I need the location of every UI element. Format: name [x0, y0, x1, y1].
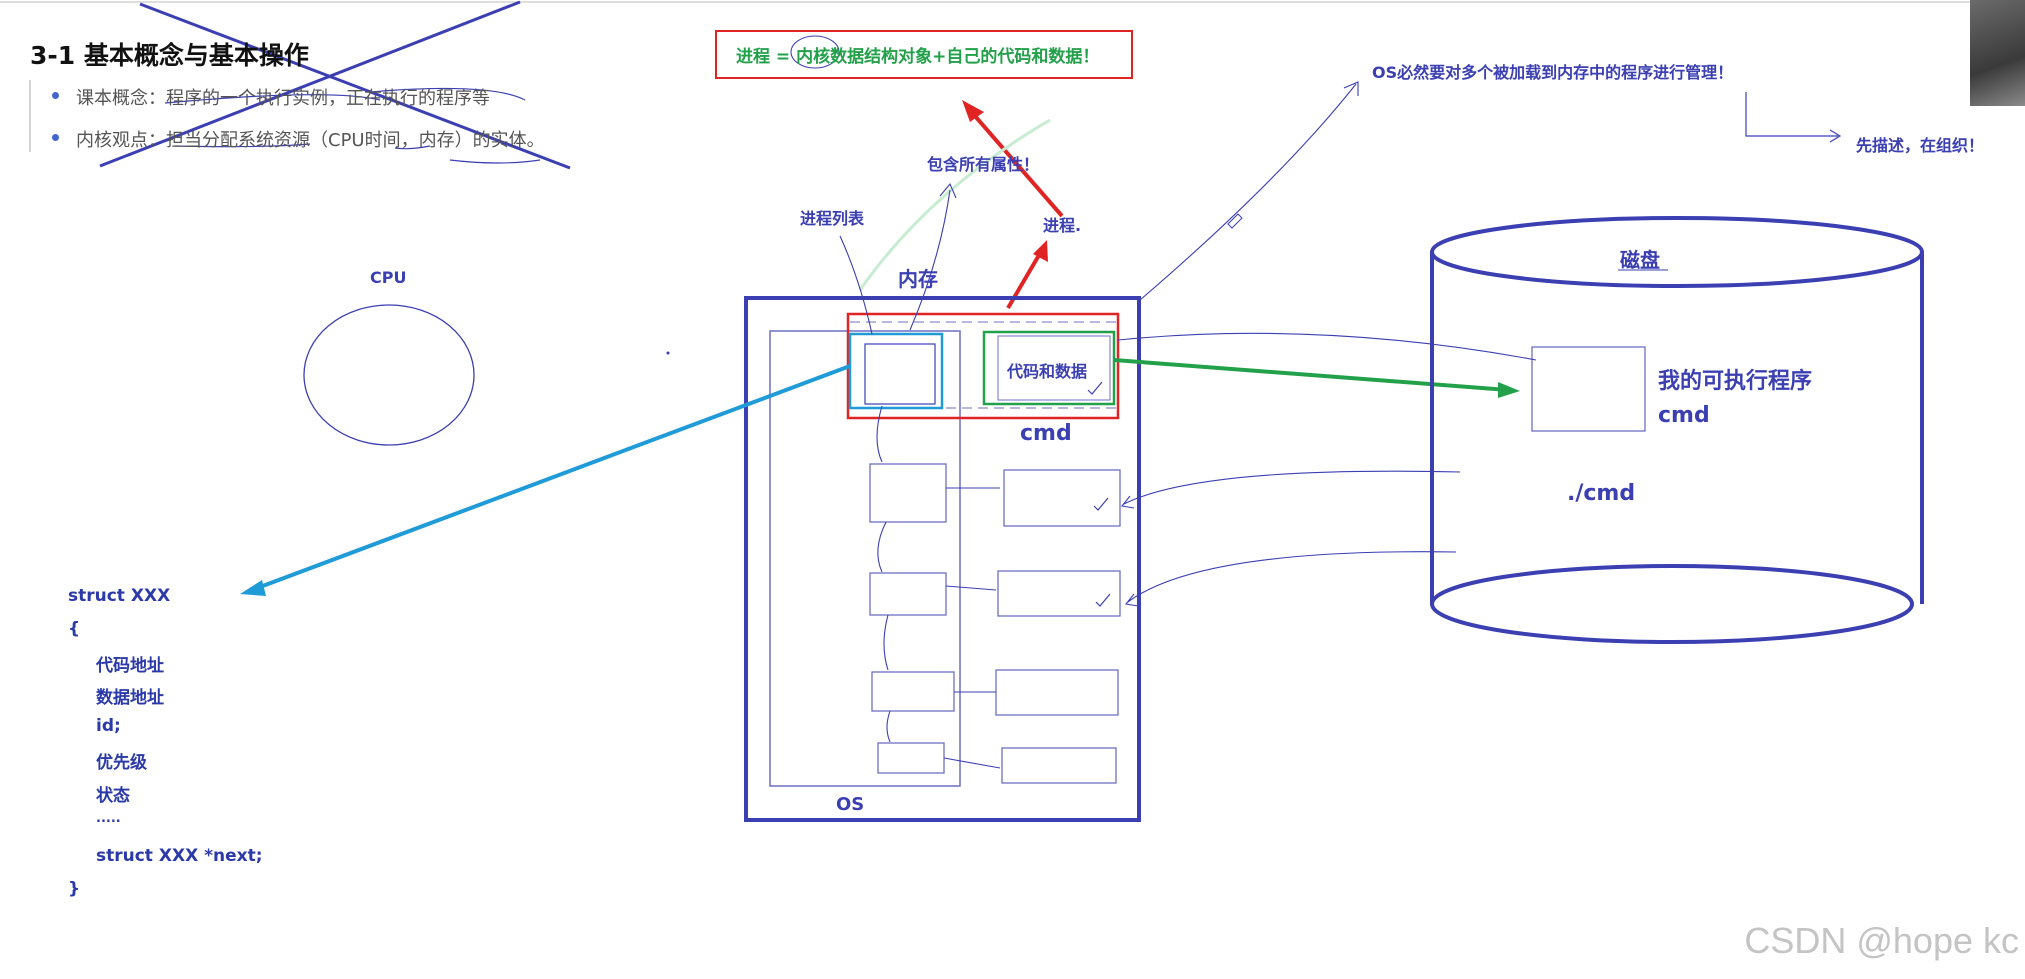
- bullet2-scribble: [174, 143, 541, 164]
- struct-line-8: .....: [96, 811, 121, 826]
- pcb-blue-box: [848, 332, 944, 410]
- link-to-organize: [1745, 92, 1842, 143]
- disk-cmd-label: cmd: [1658, 403, 1710, 428]
- pcb-node-4: [871, 671, 955, 712]
- pcb-link-2: [877, 521, 887, 573]
- bullet1-scribble: [164, 87, 526, 104]
- blue-arrowhead: [240, 580, 266, 596]
- executable-label: 我的可执行程序: [1658, 369, 1813, 394]
- disk-to-memory-2: [1120, 470, 1461, 509]
- bullet-1: 课本概念：程序的一个执行实例，正在执行的程序等: [76, 88, 490, 109]
- pcb-link-1: [876, 405, 883, 463]
- green-arrowhead: [1498, 382, 1520, 398]
- cross-out-line-1: [139, 2, 571, 170]
- process-list-label: 进程列表: [800, 209, 865, 228]
- struct-line-6: 优先级: [96, 753, 147, 773]
- bullet-dot-2: [52, 134, 59, 141]
- disk-label: 磁盘: [1620, 248, 1660, 272]
- link-to-process-list: [839, 235, 873, 335]
- speck: [666, 351, 670, 355]
- csdn-watermark: CSDN @hope kc: [1744, 920, 2019, 961]
- code-data-box-4: [995, 669, 1119, 716]
- link-to-os-manage: [1139, 81, 1359, 301]
- pcb-link-4: [886, 710, 891, 743]
- pcb-node-2: [869, 463, 947, 523]
- code-data-green-box: [982, 330, 1116, 406]
- check-mark-3: [1087, 381, 1103, 395]
- struct-line-10: }: [68, 879, 81, 899]
- struct-line-9: struct XXX *next;: [96, 846, 263, 866]
- pcb-node-3: [869, 572, 947, 616]
- green-arrow-to-executable: [1113, 358, 1509, 392]
- disk-bottom: [1430, 564, 1914, 644]
- code-data-box-2: [1003, 469, 1121, 527]
- check-mark-1: [1093, 497, 1109, 511]
- bullet-dot-1: [52, 92, 59, 99]
- pcb-node-1: [864, 343, 936, 405]
- cross-out-line-2: [99, 0, 521, 168]
- struct-line-1: struct XXX: [68, 586, 171, 606]
- pcb-to-data-2: [945, 585, 997, 591]
- bullet-2: 内核观点：担当分配系统资源（CPU时间，内存）的实体。: [76, 130, 545, 151]
- os-label: OS: [836, 794, 865, 815]
- code-data-box-3: [997, 570, 1121, 617]
- definition-prefix: 进程 =: [736, 47, 791, 67]
- check-mark-2: [1095, 593, 1111, 607]
- code-data-box-5: [1001, 747, 1117, 784]
- struct-line-4: 数据地址: [96, 688, 164, 708]
- cpu-label: CPU: [370, 268, 407, 287]
- executable-box: [1531, 346, 1646, 432]
- pcb-node-5: [877, 742, 945, 774]
- code-data-box: [997, 335, 1111, 401]
- red-arrow-to-definition: [966, 106, 1064, 218]
- cpu-circle: [303, 304, 475, 446]
- disk-to-memory-3: [1124, 551, 1457, 607]
- definition-box: [715, 30, 1133, 79]
- memory-label: 内存: [898, 267, 938, 291]
- struct-line-7: 状态: [96, 786, 130, 806]
- describe-organize-note: 先描述，在组织！: [1856, 136, 1985, 155]
- page-heading: 3-1 基本概念与基本操作: [30, 41, 309, 70]
- faint-scribble: [858, 118, 1051, 291]
- run-cmd-label: ./cmd: [1567, 481, 1636, 506]
- red-arrowhead-top: [962, 100, 984, 122]
- kernel-circle: [790, 35, 840, 69]
- disk-to-memory-1: [1117, 332, 1537, 361]
- os-region: [769, 330, 961, 787]
- memory-cmd-label: cmd: [1020, 421, 1072, 446]
- process-label: 进程.: [1043, 216, 1082, 235]
- presenter-photo: [1970, 0, 2025, 106]
- pencil-mark: [1227, 213, 1243, 229]
- code-data-label: 代码和数据: [1007, 362, 1088, 381]
- struct-line-3: 代码地址: [96, 656, 164, 676]
- definition-body: 内核数据结构对象+自己的代码和数据！: [796, 47, 1100, 67]
- blue-arrow-to-struct: [251, 364, 851, 592]
- definition-text: 进程 = 内核数据结构对象+自己的代码和数据！: [736, 42, 1099, 67]
- memory-box: [744, 296, 1141, 822]
- disk-top: [1430, 216, 1924, 288]
- red-arrowhead-process: [1033, 240, 1048, 262]
- link-to-attributes: [909, 182, 957, 331]
- pcb-link-3: [883, 614, 889, 671]
- struct-line-5: id;: [96, 716, 121, 736]
- all-attributes-note: 包含所有属性！: [927, 155, 1040, 174]
- os-manage-note: OS必然要对多个被加载到内存中的程序进行管理！: [1372, 63, 1734, 82]
- pcb-to-data-4: [943, 757, 1001, 769]
- struct-line-2: {: [68, 619, 81, 639]
